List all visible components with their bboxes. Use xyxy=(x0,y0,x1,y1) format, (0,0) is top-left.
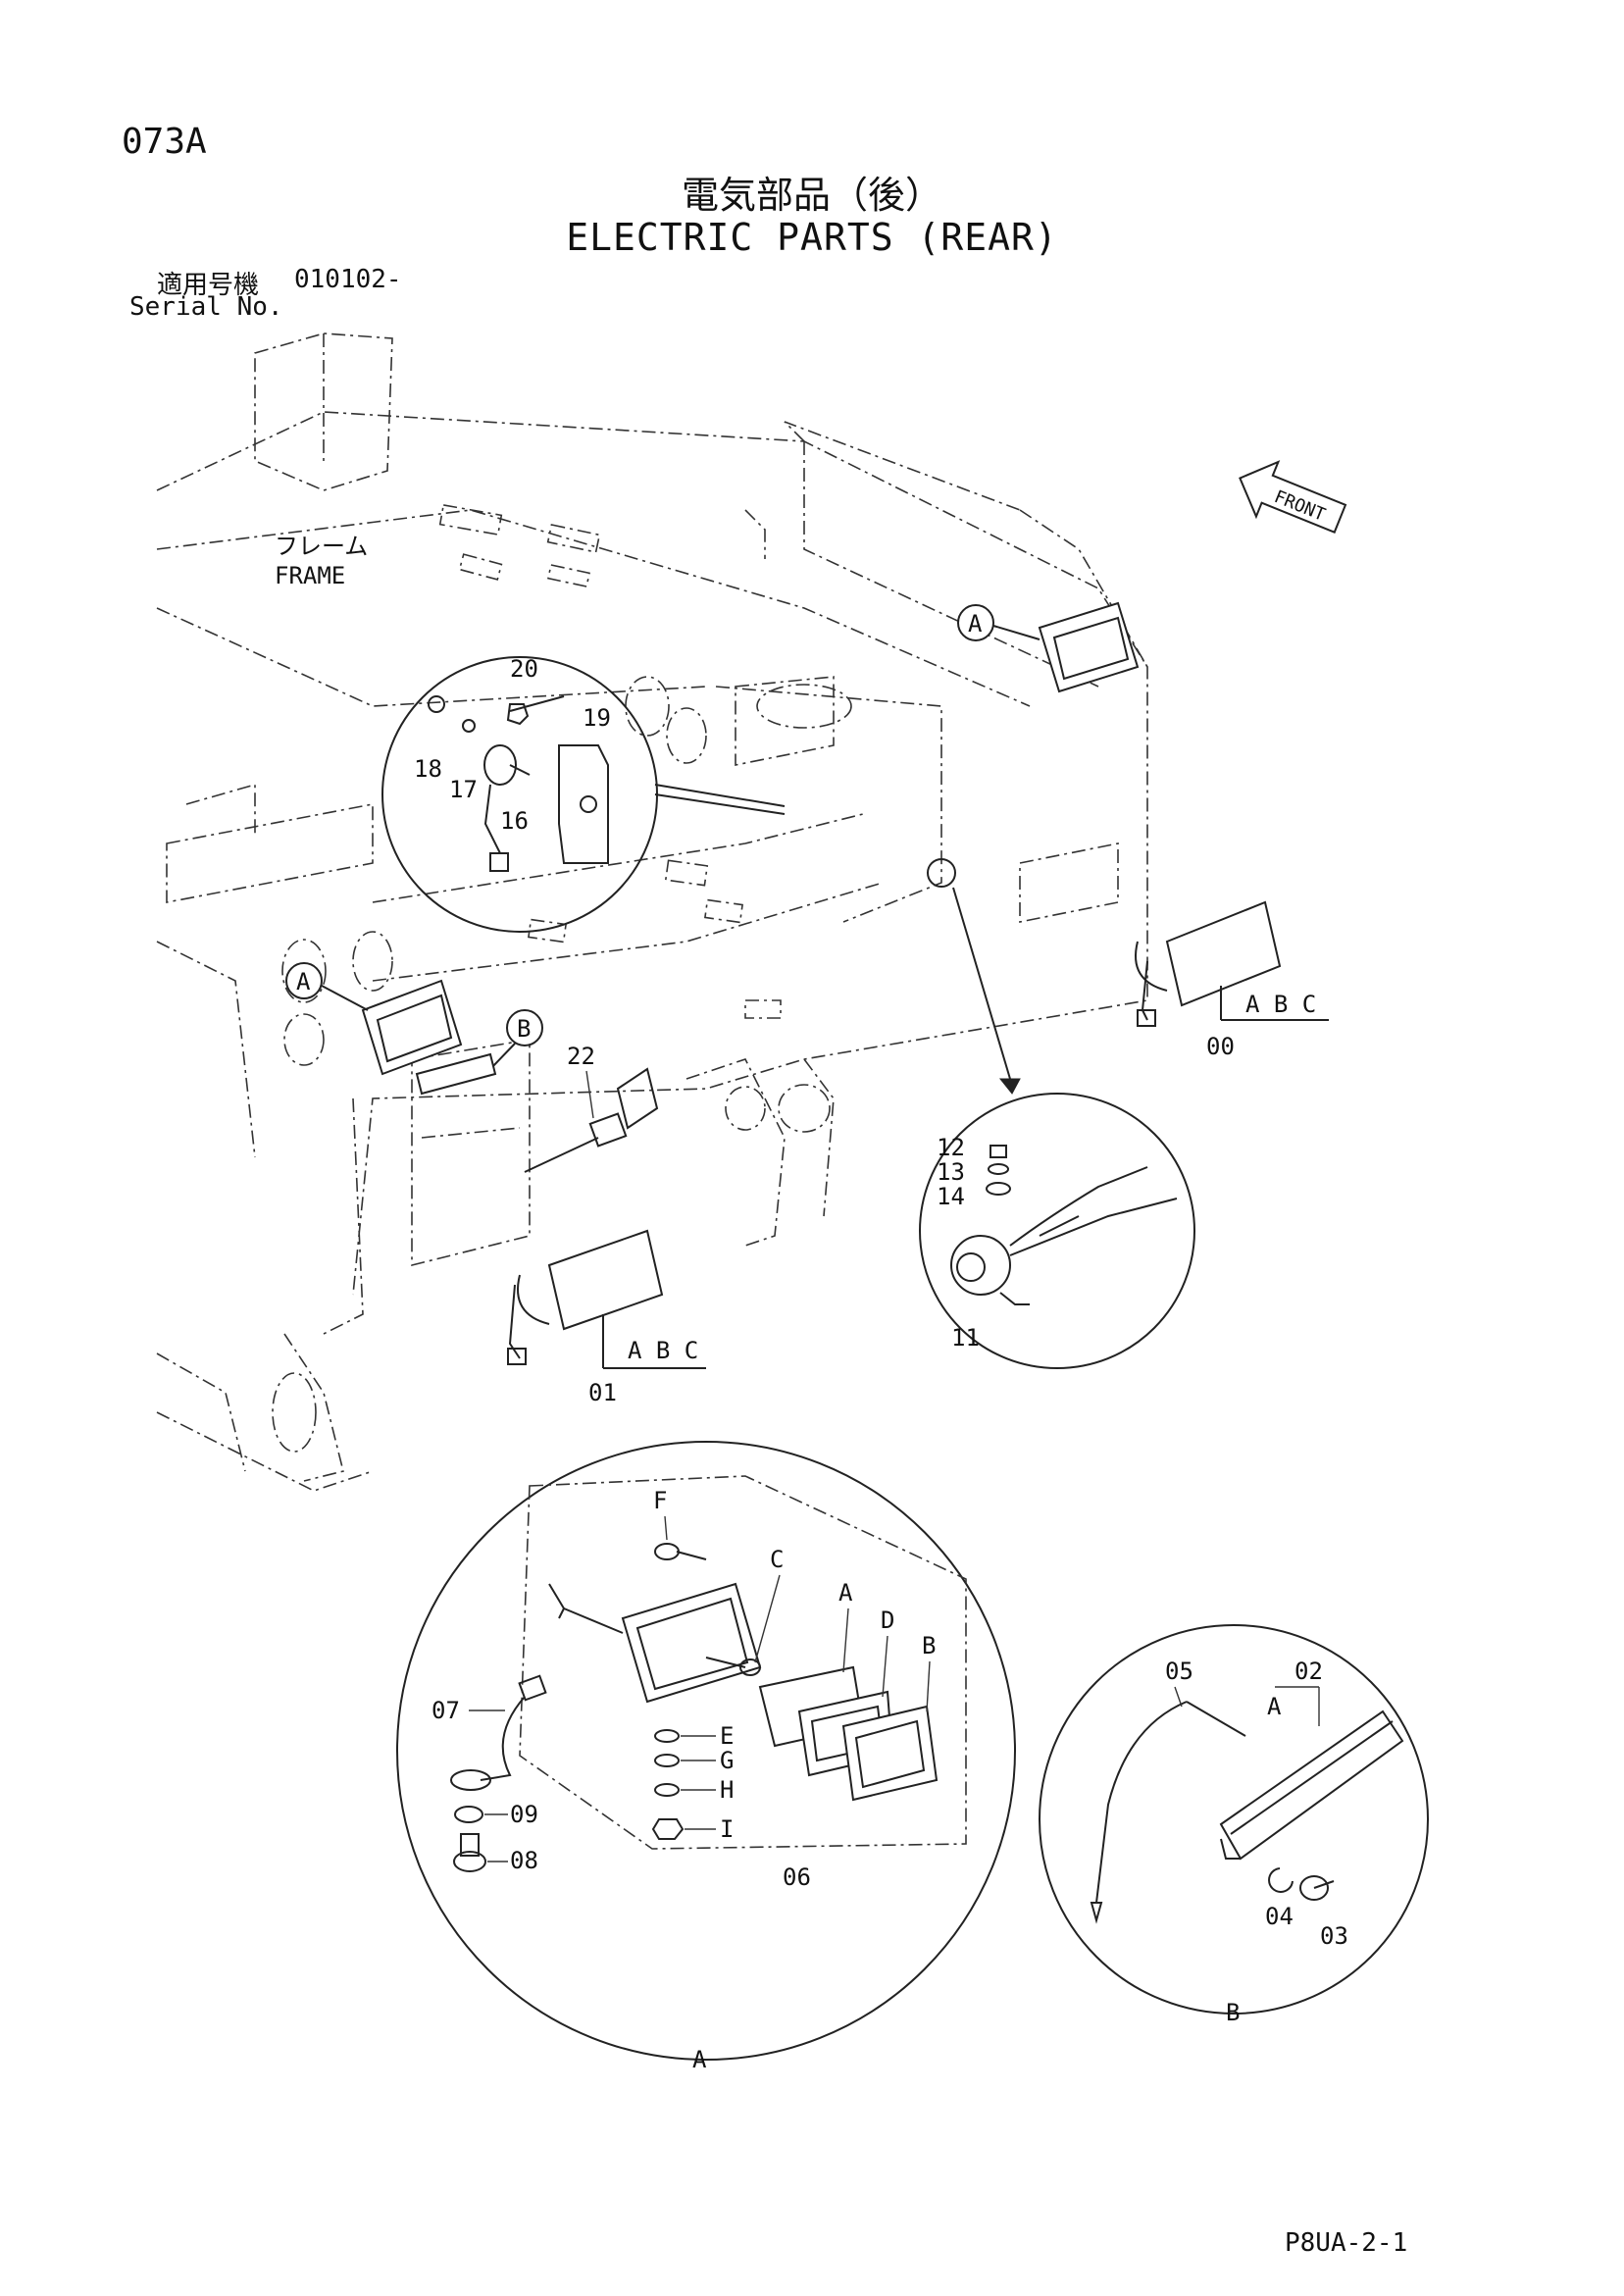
callout-A-upper: A xyxy=(968,610,983,638)
callout-02: 02 xyxy=(1294,1658,1323,1685)
callout-B-bubble xyxy=(506,1009,543,1046)
callout-13: 13 xyxy=(937,1158,965,1186)
callout-G: G xyxy=(720,1747,734,1774)
part-22-sensor xyxy=(524,1067,659,1173)
license-lamp xyxy=(415,1052,497,1096)
serial-label-english: Serial No. xyxy=(129,292,283,322)
page-number: 073A xyxy=(122,122,207,162)
detail-circle-A xyxy=(396,1441,1016,2061)
callout-06: 06 xyxy=(783,1863,811,1891)
callout-20: 20 xyxy=(510,655,538,683)
callout-16: 16 xyxy=(500,807,529,835)
rear-lamp-01 xyxy=(507,1229,664,1365)
circle-label-B: B xyxy=(1226,1999,1240,2026)
callout-11: 11 xyxy=(951,1324,980,1352)
callout-C: C xyxy=(770,1546,784,1573)
callout-A-bubble-left xyxy=(285,962,323,999)
callout-03: 03 xyxy=(1320,1922,1348,1950)
callout-01: 01 xyxy=(588,1379,617,1406)
callout-17: 17 xyxy=(449,776,478,803)
footer-code: P8UA-2-1 xyxy=(1285,2228,1408,2258)
callout-09: 09 xyxy=(510,1801,538,1828)
callout-A-lens: A xyxy=(838,1579,853,1607)
callout-18: 18 xyxy=(414,755,442,783)
callout-19: 19 xyxy=(583,704,611,732)
callout-E: E xyxy=(720,1722,734,1750)
detail-circle-horn xyxy=(919,1093,1195,1369)
circle-label-A: A xyxy=(692,2046,707,2073)
callout-07: 07 xyxy=(431,1697,460,1724)
callout-A-lamp: A xyxy=(1267,1693,1282,1720)
callout-B-bezel: B xyxy=(922,1632,936,1659)
work-light-upper-right xyxy=(1038,601,1140,693)
frame-label-english: FRAME xyxy=(275,562,345,589)
callout-I: I xyxy=(720,1815,734,1843)
callout-abc-00: A B C xyxy=(1245,991,1316,1018)
callout-F: F xyxy=(653,1487,667,1514)
detail-circle-switch xyxy=(381,656,786,933)
callout-04: 04 xyxy=(1265,1903,1294,1930)
rear-lamp-00 xyxy=(1135,900,1282,1027)
callout-A-bubble-upper xyxy=(957,604,994,641)
title-english: ELECTRIC PARTS (REAR) xyxy=(566,216,1058,259)
callout-H: H xyxy=(720,1776,734,1804)
frame-label-japanese: フレーム xyxy=(275,533,368,560)
callout-B-frame: B xyxy=(517,1015,531,1043)
front-arrow-icon: FRONT xyxy=(1239,460,1347,534)
title-japanese: 電気部品（後） xyxy=(681,174,942,217)
callout-D: D xyxy=(881,1607,894,1634)
serial-number-value: 010102- xyxy=(294,265,402,294)
callout-abc-01: A B C xyxy=(628,1337,698,1364)
frame-structure xyxy=(156,332,1148,1492)
front-arrow-label: FRONT xyxy=(1271,486,1328,526)
horn-small xyxy=(927,858,956,888)
work-light-left xyxy=(361,979,463,1076)
callout-05: 05 xyxy=(1165,1658,1193,1685)
callout-22: 22 xyxy=(567,1043,595,1070)
callout-08: 08 xyxy=(510,1847,538,1874)
serial-label-japanese: 適用号機 xyxy=(157,271,260,300)
callout-12: 12 xyxy=(937,1134,965,1161)
callout-00: 00 xyxy=(1206,1033,1235,1060)
detail-circle-B xyxy=(1039,1624,1429,2015)
callout-14: 14 xyxy=(937,1183,965,1210)
callout-A-left: A xyxy=(296,968,311,995)
